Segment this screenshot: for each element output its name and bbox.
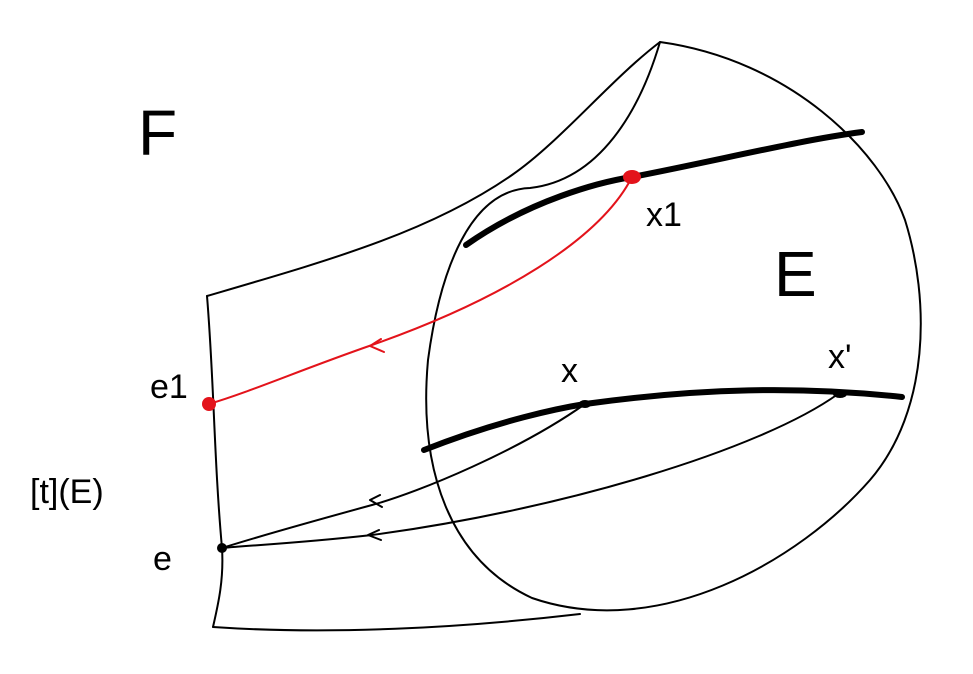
arrowhead-upper-black xyxy=(369,494,383,508)
label-e: E xyxy=(774,238,817,310)
label-x1: x1 xyxy=(646,196,682,234)
label-x: x xyxy=(561,352,578,390)
point-e xyxy=(217,543,227,553)
red-arrowhead xyxy=(369,338,385,353)
lower-fiber xyxy=(421,387,905,453)
label-e1: e1 xyxy=(150,368,188,406)
region-e-outline xyxy=(425,41,922,612)
surface-f-bottom-edge xyxy=(212,613,581,632)
surface-f-left-edge xyxy=(206,295,224,628)
label-e-point: e xyxy=(153,540,172,578)
path-xprime-to-e xyxy=(221,393,839,549)
point-x xyxy=(579,400,591,408)
label-fiber: [t](E) xyxy=(30,473,104,511)
surface-f-top-edge xyxy=(206,41,661,297)
path-x-to-e xyxy=(221,403,586,549)
label-f: F xyxy=(138,97,177,169)
point-x-prime xyxy=(833,390,847,398)
point-x1 xyxy=(623,170,641,184)
red-path-x1-to-e1 xyxy=(208,176,633,405)
point-e1 xyxy=(202,397,216,411)
label-x-prime: x' xyxy=(828,338,852,376)
arrowhead-lower-black xyxy=(367,529,382,541)
